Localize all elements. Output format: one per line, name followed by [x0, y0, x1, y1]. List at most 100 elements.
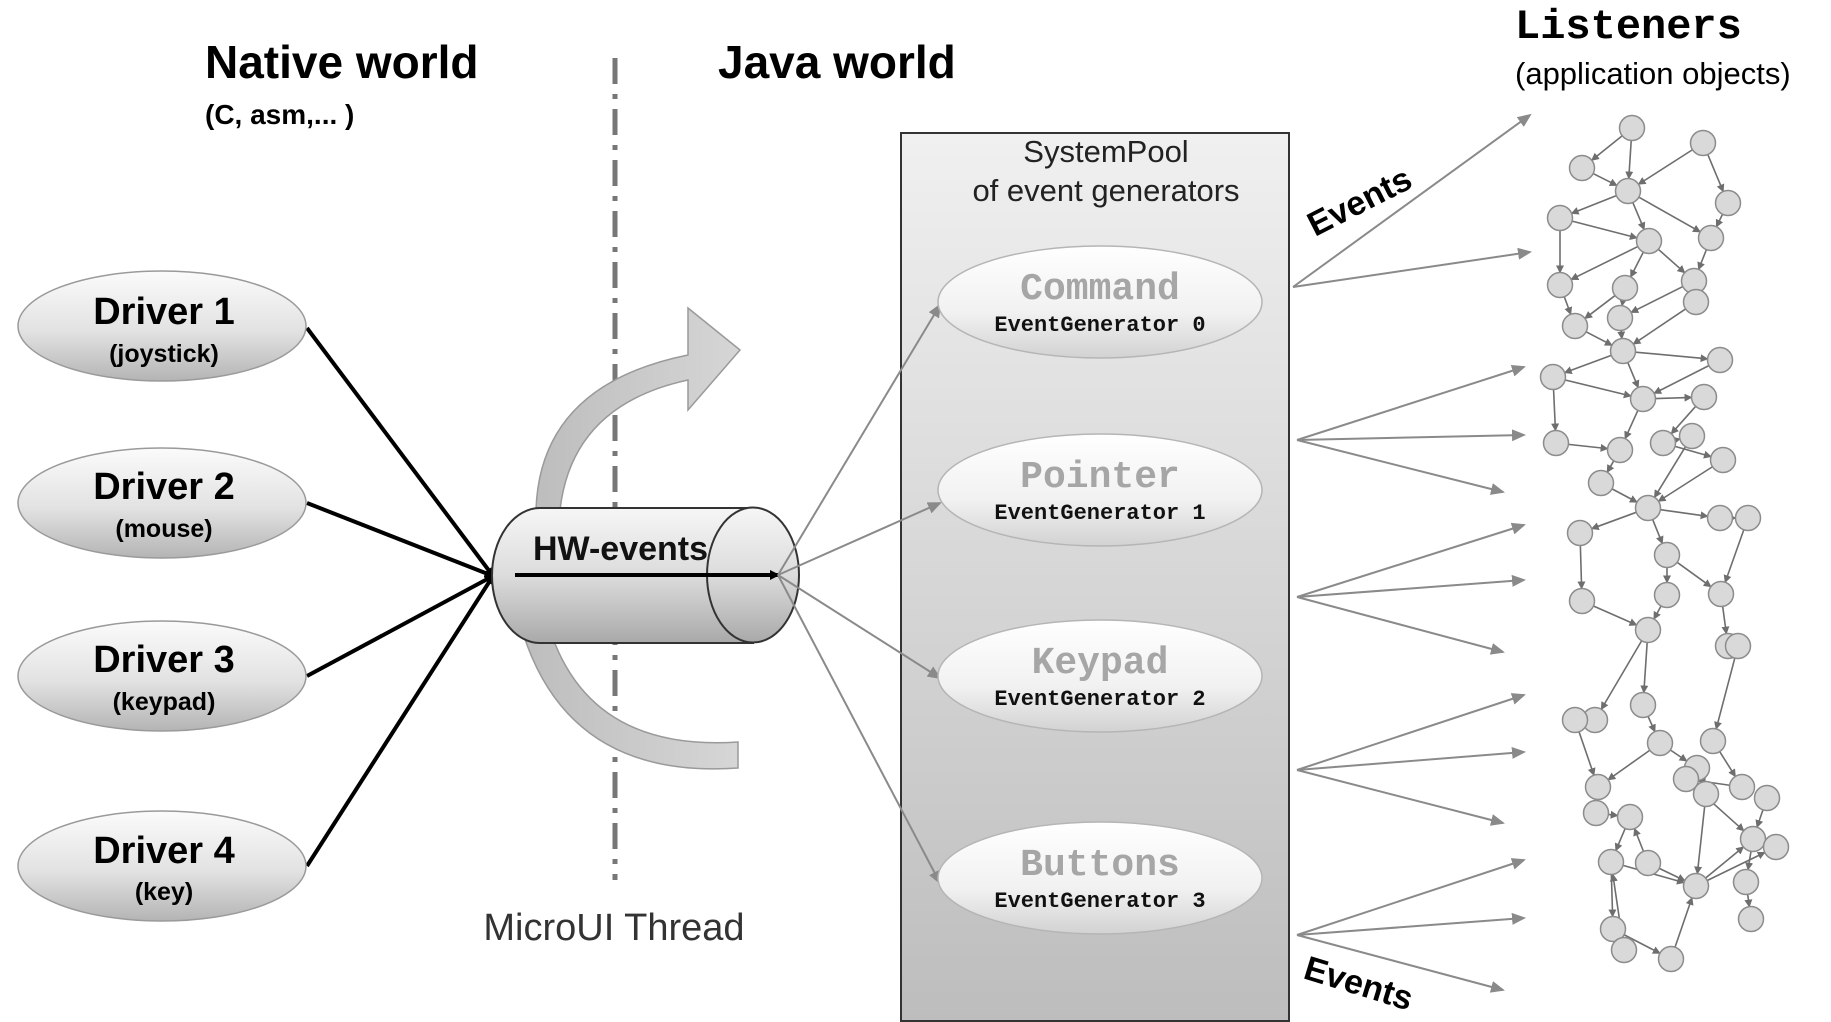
listener-node: [1753, 784, 1781, 812]
driver-4-arrow: [305, 574, 495, 868]
listener-node: [1657, 945, 1685, 973]
hw-events-label: HW-events: [533, 530, 708, 568]
listener-link: [1551, 389, 1560, 432]
system-pool-subtitle: of event generators: [972, 173, 1239, 208]
listener-link: [1590, 128, 1631, 161]
listener-node: [1678, 422, 1706, 450]
listener-node: [1539, 363, 1567, 391]
native-world-subtitle: (C, asm,... ): [205, 99, 354, 130]
fanout-2c: [1296, 596, 1505, 655]
driver-2-name: Driver 2: [93, 466, 235, 508]
listener-link: [1558, 288, 1573, 316]
event-fanout: [1292, 113, 1532, 993]
generator-buttons: Buttons EventGenerator 3: [937, 821, 1263, 935]
thread-arc-lower: [520, 629, 739, 770]
fanout-3b: [1296, 746, 1526, 771]
driver-3-arrow: [306, 574, 495, 678]
driver-3-name: Driver 3: [93, 639, 235, 681]
listener-link: [1616, 323, 1626, 340]
listener-node: [1546, 271, 1574, 299]
listener-link: [1755, 809, 1764, 829]
driver-4-device: (key): [135, 878, 193, 906]
driver-2-device: (mouse): [115, 515, 212, 543]
listener-link: [1624, 402, 1645, 440]
listener-node: [1606, 304, 1634, 332]
listener-link: [1745, 851, 1754, 871]
listener-node: [1706, 504, 1734, 532]
listener-node: [1597, 848, 1625, 876]
listener-link: [1563, 349, 1620, 374]
listener-node: [1546, 204, 1574, 232]
driver-4: Driver 4 (key): [17, 810, 307, 922]
generator-pointer-name: Pointer: [1020, 456, 1180, 499]
fanout-1a: [1296, 364, 1526, 441]
fanout-4c: [1296, 934, 1505, 993]
listener-link: [1655, 393, 1693, 402]
dispatch-arrow-2: [777, 574, 942, 680]
listener-node: [1649, 429, 1677, 457]
listener-link: [1657, 466, 1713, 502]
listener-node: [1618, 114, 1646, 142]
driver-1-device: (joystick): [109, 340, 219, 368]
listener-link: [1570, 194, 1617, 215]
generator-command-sub: EventGenerator 0: [994, 313, 1205, 338]
listener-node: [1587, 469, 1615, 497]
driver-1-name: Driver 1: [93, 291, 235, 333]
listener-link: [1699, 851, 1766, 888]
listener-node: [1616, 803, 1644, 831]
listener-link: [1668, 896, 1694, 956]
listener-node: [1634, 849, 1662, 877]
listener-link: [1606, 452, 1621, 474]
listener-link: [1630, 279, 1691, 314]
dispatch-arrow-1: [777, 502, 942, 576]
generator-pointer-sub: EventGenerator 1: [994, 501, 1205, 526]
listener-link: [1607, 742, 1658, 781]
listener-link: [1623, 934, 1661, 954]
driver-2-arrow: [306, 501, 495, 578]
listener-link: [1592, 172, 1618, 187]
listener-link: [1721, 606, 1730, 635]
listener-link: [1611, 488, 1638, 503]
listener-link: [1653, 438, 1693, 499]
listener-link: [1593, 605, 1638, 626]
listener-link: [1694, 799, 1710, 875]
listener-node: [1707, 580, 1735, 608]
generator-pointer: Pointer EventGenerator 1: [937, 433, 1263, 547]
driver-3: Driver 3 (keypad): [17, 620, 307, 732]
fanout-4b: [1296, 912, 1526, 936]
dispatch-arrow-3: [777, 574, 941, 885]
events-label-top: Events: [1301, 160, 1418, 244]
listener-node: [1762, 833, 1790, 861]
listener-node: [1682, 872, 1710, 900]
driver-2: Driver 2 (mouse): [17, 447, 307, 559]
fanout-2b: [1296, 574, 1526, 598]
dispatch-arrow-0: [777, 303, 942, 576]
listener-link: [1577, 545, 1586, 590]
hw-events-pipe: HW-events: [491, 506, 800, 644]
listener-link: [1714, 657, 1736, 730]
listener-link: [1570, 245, 1639, 281]
listener-link: [1600, 640, 1643, 711]
listener-node: [1568, 587, 1596, 615]
listener-link: [1657, 248, 1686, 274]
listener-node: [1614, 177, 1642, 205]
listener-link: [1670, 405, 1697, 435]
listener-link: [1637, 142, 1701, 185]
driver-4-name: Driver 4: [93, 830, 235, 872]
listener-link: [1585, 331, 1613, 346]
listener-node: [1561, 706, 1589, 734]
listener-link: [1633, 827, 1650, 860]
listener-node: [1724, 632, 1752, 660]
listener-node: [1610, 936, 1638, 964]
thread-label: MicroUI Thread: [483, 907, 744, 949]
system-pool-title: SystemPool: [1023, 134, 1188, 169]
fanout-1b: [1296, 429, 1526, 442]
listener-link: [1653, 364, 1710, 395]
listener-link: [1669, 749, 1688, 762]
listener-node: [1582, 799, 1610, 827]
fanout-1c: [1296, 439, 1505, 495]
driver-1-arrow: [305, 326, 495, 578]
listener-node: [1566, 519, 1594, 547]
listener-link: [1564, 215, 1638, 240]
